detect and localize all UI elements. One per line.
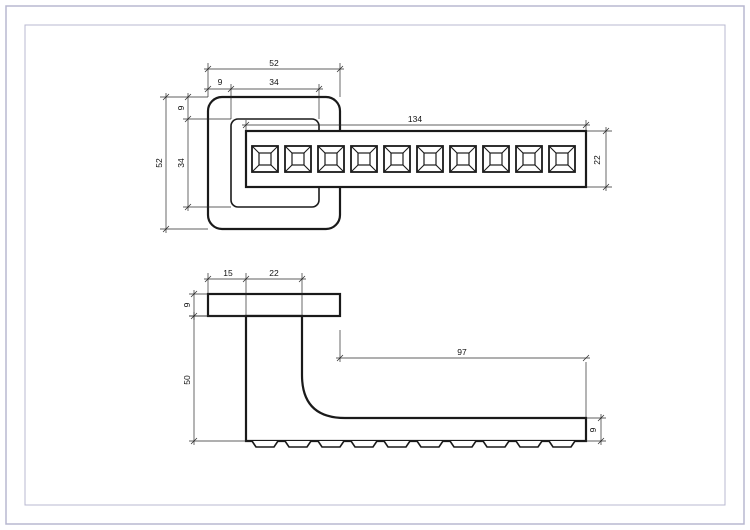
dim-side-total-height: 50 [182,312,246,445]
side-stud [251,440,279,448]
dim-side-rosette-thickness-label: 9 [182,302,192,307]
sheet-outer-border [5,5,745,525]
side-stud [449,440,477,448]
dim-lever-height-label: 22 [592,155,602,165]
dim-rosette-width: 52 [204,58,344,97]
top-studs-group [251,145,576,173]
dim-horizontal-chain: 9 34 [204,77,323,119]
dim-side-lever-thickness-label: 9 [588,427,598,432]
dim-rosette-height-label: 52 [154,158,164,168]
dim-side-lever-reach: 97 [336,330,590,418]
dim-rosette-width-label: 52 [269,58,279,68]
dim-side-lever-reach-label: 97 [457,347,467,357]
top-stud [449,145,477,173]
dim-lever-height: 22 [586,127,612,191]
side-lever-body [244,314,588,443]
dim-lever-length-label: 134 [408,114,422,124]
dim-neck-height-label: 34 [176,158,186,168]
side-stud [482,440,510,448]
top-stud [482,145,510,173]
dim-side-lever-thickness: 9 [586,414,606,445]
dim-side-neck-width-label: 22 [269,268,279,278]
side-stud [350,440,378,448]
dim-rosette-border-x-label: 9 [218,77,223,87]
top-stud [284,145,312,173]
side-studs-group [251,440,576,448]
sheet-inner-border [24,24,726,506]
dim-rosette-border-y-label: 9 [176,105,186,110]
side-stud [515,440,543,448]
side-stud [548,440,576,448]
side-stud [284,440,312,448]
top-view: 52 9 34 52 [154,58,612,233]
side-view: 15 22 9 50 97 [182,268,606,448]
top-stud [350,145,378,173]
dim-neck-width-label: 34 [269,77,279,87]
top-stud [548,145,576,173]
side-stud [416,440,444,448]
dim-lever-length: 134 [242,114,590,131]
top-stud [515,145,543,173]
top-stud [251,145,279,173]
dim-side-rosette-thickness: 9 [182,290,208,320]
side-stud [383,440,411,448]
side-rosette-plate [206,292,342,318]
dim-vertical-chain: 9 34 [176,93,231,211]
dim-side-offset-label: 15 [223,268,233,278]
top-stud [416,145,444,173]
top-stud [317,145,345,173]
dim-side-total-height-label: 50 [182,375,192,385]
top-stud [383,145,411,173]
dim-rosette-height: 52 [154,93,208,233]
side-stud [317,440,345,448]
dim-side-top-chain: 15 22 [204,268,306,316]
